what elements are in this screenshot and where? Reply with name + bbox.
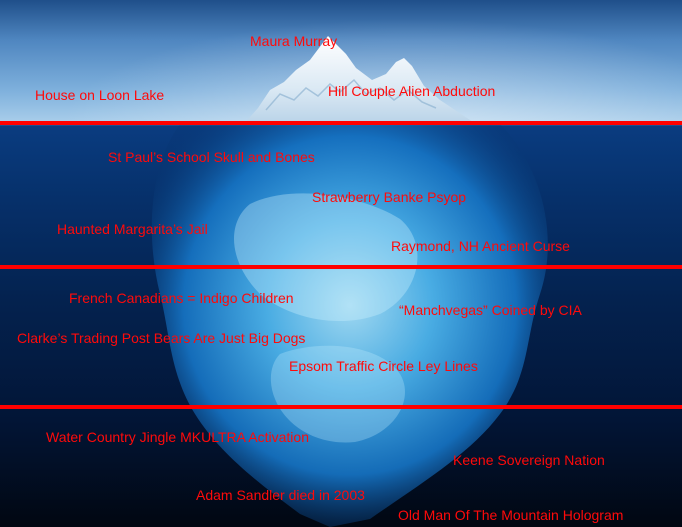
label-adam-sandler: Adam Sandler died in 2003 [196, 487, 365, 503]
level-divider-2 [0, 265, 682, 269]
label-st-pauls: St Paul’s School Skull and Bones [108, 149, 315, 165]
label-keene-nation: Keene Sovereign Nation [453, 452, 605, 468]
iceberg-tip [244, 36, 476, 124]
label-maura-murray: Maura Murray [250, 33, 338, 49]
label-hill-couple: Hill Couple Alien Abduction [328, 83, 496, 99]
label-manchvegas: “Manchvegas” Coined by CIA [399, 302, 582, 318]
label-old-man: Old Man Of The Mountain Hologram [398, 507, 624, 523]
label-strawbery-banke: Strawberry Banke Psyop [312, 189, 467, 205]
label-haunted-margaritas: Haunted Margarita’s Jail [57, 221, 208, 237]
label-house-on-loon-lake: House on Loon Lake [35, 87, 165, 103]
label-french-canadians: French Canadians = Indigo Children [69, 290, 294, 306]
label-epsom-circle: Epsom Traffic Circle Ley Lines [289, 358, 478, 374]
iceberg-underwater [151, 124, 548, 527]
level-divider-1 [0, 121, 682, 125]
label-clarkes-bears: Clarke’s Trading Post Bears Are Just Big… [17, 330, 306, 346]
label-water-country: Water Country Jingle MKULTRA Activation [46, 429, 309, 445]
label-raymond-curse: Raymond, NH Ancient Curse [391, 238, 570, 254]
level-divider-3 [0, 405, 682, 409]
